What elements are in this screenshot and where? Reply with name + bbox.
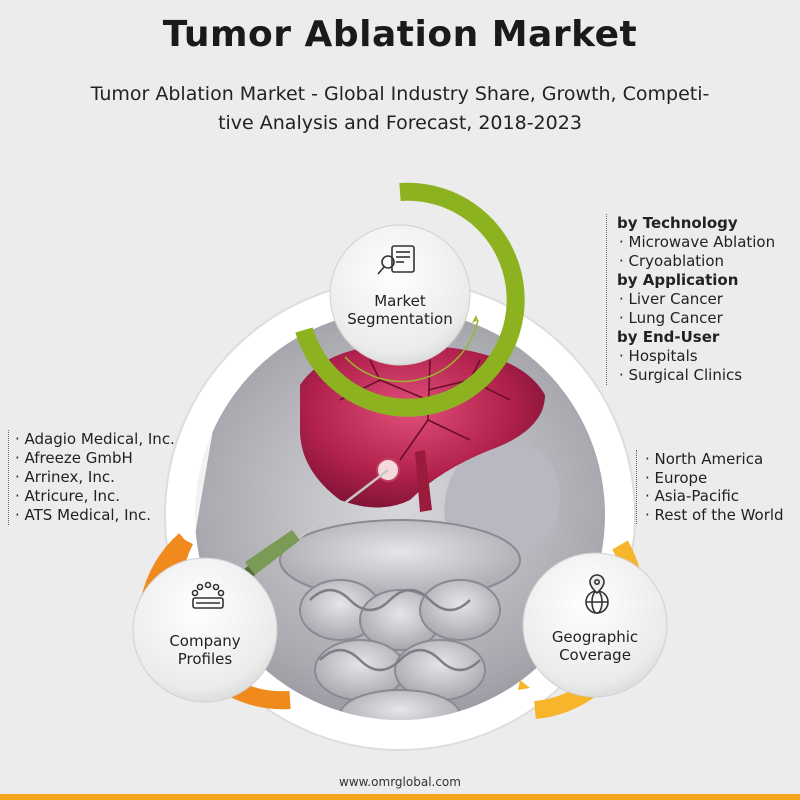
footer-bar <box>0 794 800 800</box>
list-item: · Asia-Pacific <box>645 487 740 505</box>
list-item: · ATS Medical, Inc. <box>15 506 152 524</box>
list-item: · North America <box>645 450 764 468</box>
application-header: by Application <box>617 271 739 289</box>
list-item: · Afreeze GmbH <box>15 449 133 467</box>
list-item: · Liver Cancer <box>619 290 723 308</box>
company-profiles-label: Company Profiles <box>169 632 241 668</box>
geographic-coverage-label: Geographic Coverage <box>551 628 639 664</box>
list-item: · Hospitals <box>619 347 698 365</box>
subtitle-line-2: tive Analysis and Forecast, 2018-2023 <box>218 112 582 134</box>
region-list: · North America · Europe · Asia-Pacific … <box>636 450 784 524</box>
list-item: · Rest of the World <box>645 505 784 524</box>
list-item: · Surgical Clinics <box>619 366 743 384</box>
list-item: · Cryoablation <box>619 252 725 270</box>
report-magnifier-icon <box>377 245 415 275</box>
list-item: · Lung Cancer <box>619 309 723 327</box>
segmentation-list: by Technology · Microwave Ablation · Cry… <box>606 214 775 385</box>
technology-header: by Technology <box>617 214 738 232</box>
page-title: Tumor Ablation Market <box>162 14 638 55</box>
enduser-header: by End-User <box>617 328 720 346</box>
team-building-icon <box>191 581 225 609</box>
subtitle-line-1: Tumor Ablation Market - Global Industry … <box>90 83 710 105</box>
market-segmentation-node <box>329 224 471 366</box>
list-item: · Microwave Ablation <box>619 233 776 251</box>
list-item: · Adagio Medical, Inc. <box>15 430 175 448</box>
page-subtitle: Tumor Ablation Market - Global Industry … <box>40 80 760 138</box>
list-item: · Arrinex, Inc. <box>15 468 115 486</box>
company-list: · Adagio Medical, Inc. · Afreeze GmbH · … <box>8 430 175 525</box>
company-profiles-node <box>132 557 278 703</box>
geographic-coverage-node <box>522 552 668 698</box>
market-segmentation-label: Market Segmentation <box>347 292 453 328</box>
footer-url[interactable]: www.omrglobal.com <box>339 775 461 789</box>
list-item: · Europe <box>645 468 708 487</box>
globe-pin-icon <box>585 574 609 614</box>
list-item: · Atricure, Inc. <box>15 487 121 505</box>
